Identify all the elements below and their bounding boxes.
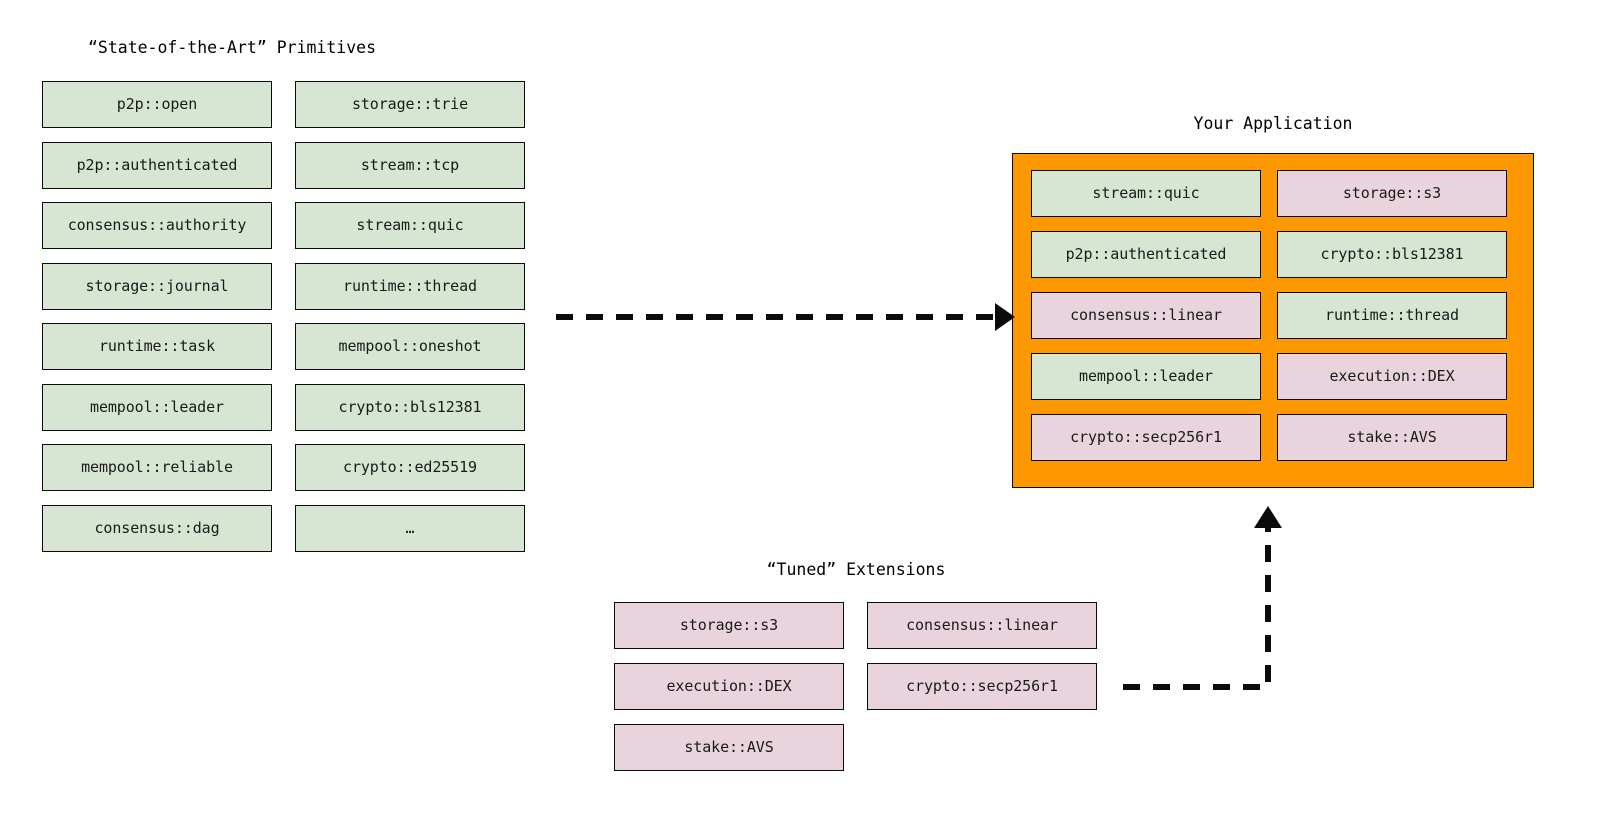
extension-box[interactable]: crypto::secp256r1 (867, 663, 1097, 710)
primitive-box[interactable]: consensus::authority (42, 202, 272, 249)
application-box[interactable]: storage::s3 (1277, 170, 1507, 217)
primitive-box[interactable]: mempool::reliable (42, 444, 272, 491)
application-box[interactable]: p2p::authenticated (1031, 231, 1261, 278)
primitive-box[interactable]: runtime::thread (295, 263, 525, 310)
primitive-box[interactable]: p2p::authenticated (42, 142, 272, 189)
primitive-box[interactable]: consensus::dag (42, 505, 272, 552)
application-box[interactable]: stream::quic (1031, 170, 1261, 217)
application-box[interactable]: crypto::secp256r1 (1031, 414, 1261, 461)
arrow-primitives-to-application (556, 303, 1015, 331)
application-box[interactable]: mempool::leader (1031, 353, 1261, 400)
extension-box[interactable]: storage::s3 (614, 602, 844, 649)
primitive-box[interactable]: runtime::task (42, 323, 272, 370)
primitive-box[interactable]: storage::journal (42, 263, 272, 310)
primitive-box[interactable]: mempool::leader (42, 384, 272, 431)
application-box[interactable]: crypto::bls12381 (1277, 231, 1507, 278)
primitive-box[interactable]: crypto::bls12381 (295, 384, 525, 431)
primitive-box[interactable]: stream::quic (295, 202, 525, 249)
extension-box[interactable]: stake::AVS (614, 724, 844, 771)
arrow-extensions-to-application (1123, 506, 1282, 690)
primitives-section-title: “State-of-the-Art” Primitives (87, 38, 377, 57)
application-section-title: Your Application (1193, 114, 1353, 133)
application-box[interactable]: execution::DEX (1277, 353, 1507, 400)
extensions-section-title: “Tuned” Extensions (766, 560, 946, 579)
extension-box[interactable]: consensus::linear (867, 602, 1097, 649)
application-box[interactable]: consensus::linear (1031, 292, 1261, 339)
primitive-box[interactable]: storage::trie (295, 81, 525, 128)
extension-box[interactable]: execution::DEX (614, 663, 844, 710)
primitive-box[interactable]: crypto::ed25519 (295, 444, 525, 491)
primitive-box[interactable]: … (295, 505, 525, 552)
application-box[interactable]: runtime::thread (1277, 292, 1507, 339)
primitive-box[interactable]: stream::tcp (295, 142, 525, 189)
primitive-box[interactable]: mempool::oneshot (295, 323, 525, 370)
primitive-box[interactable]: p2p::open (42, 81, 272, 128)
application-box[interactable]: stake::AVS (1277, 414, 1507, 461)
